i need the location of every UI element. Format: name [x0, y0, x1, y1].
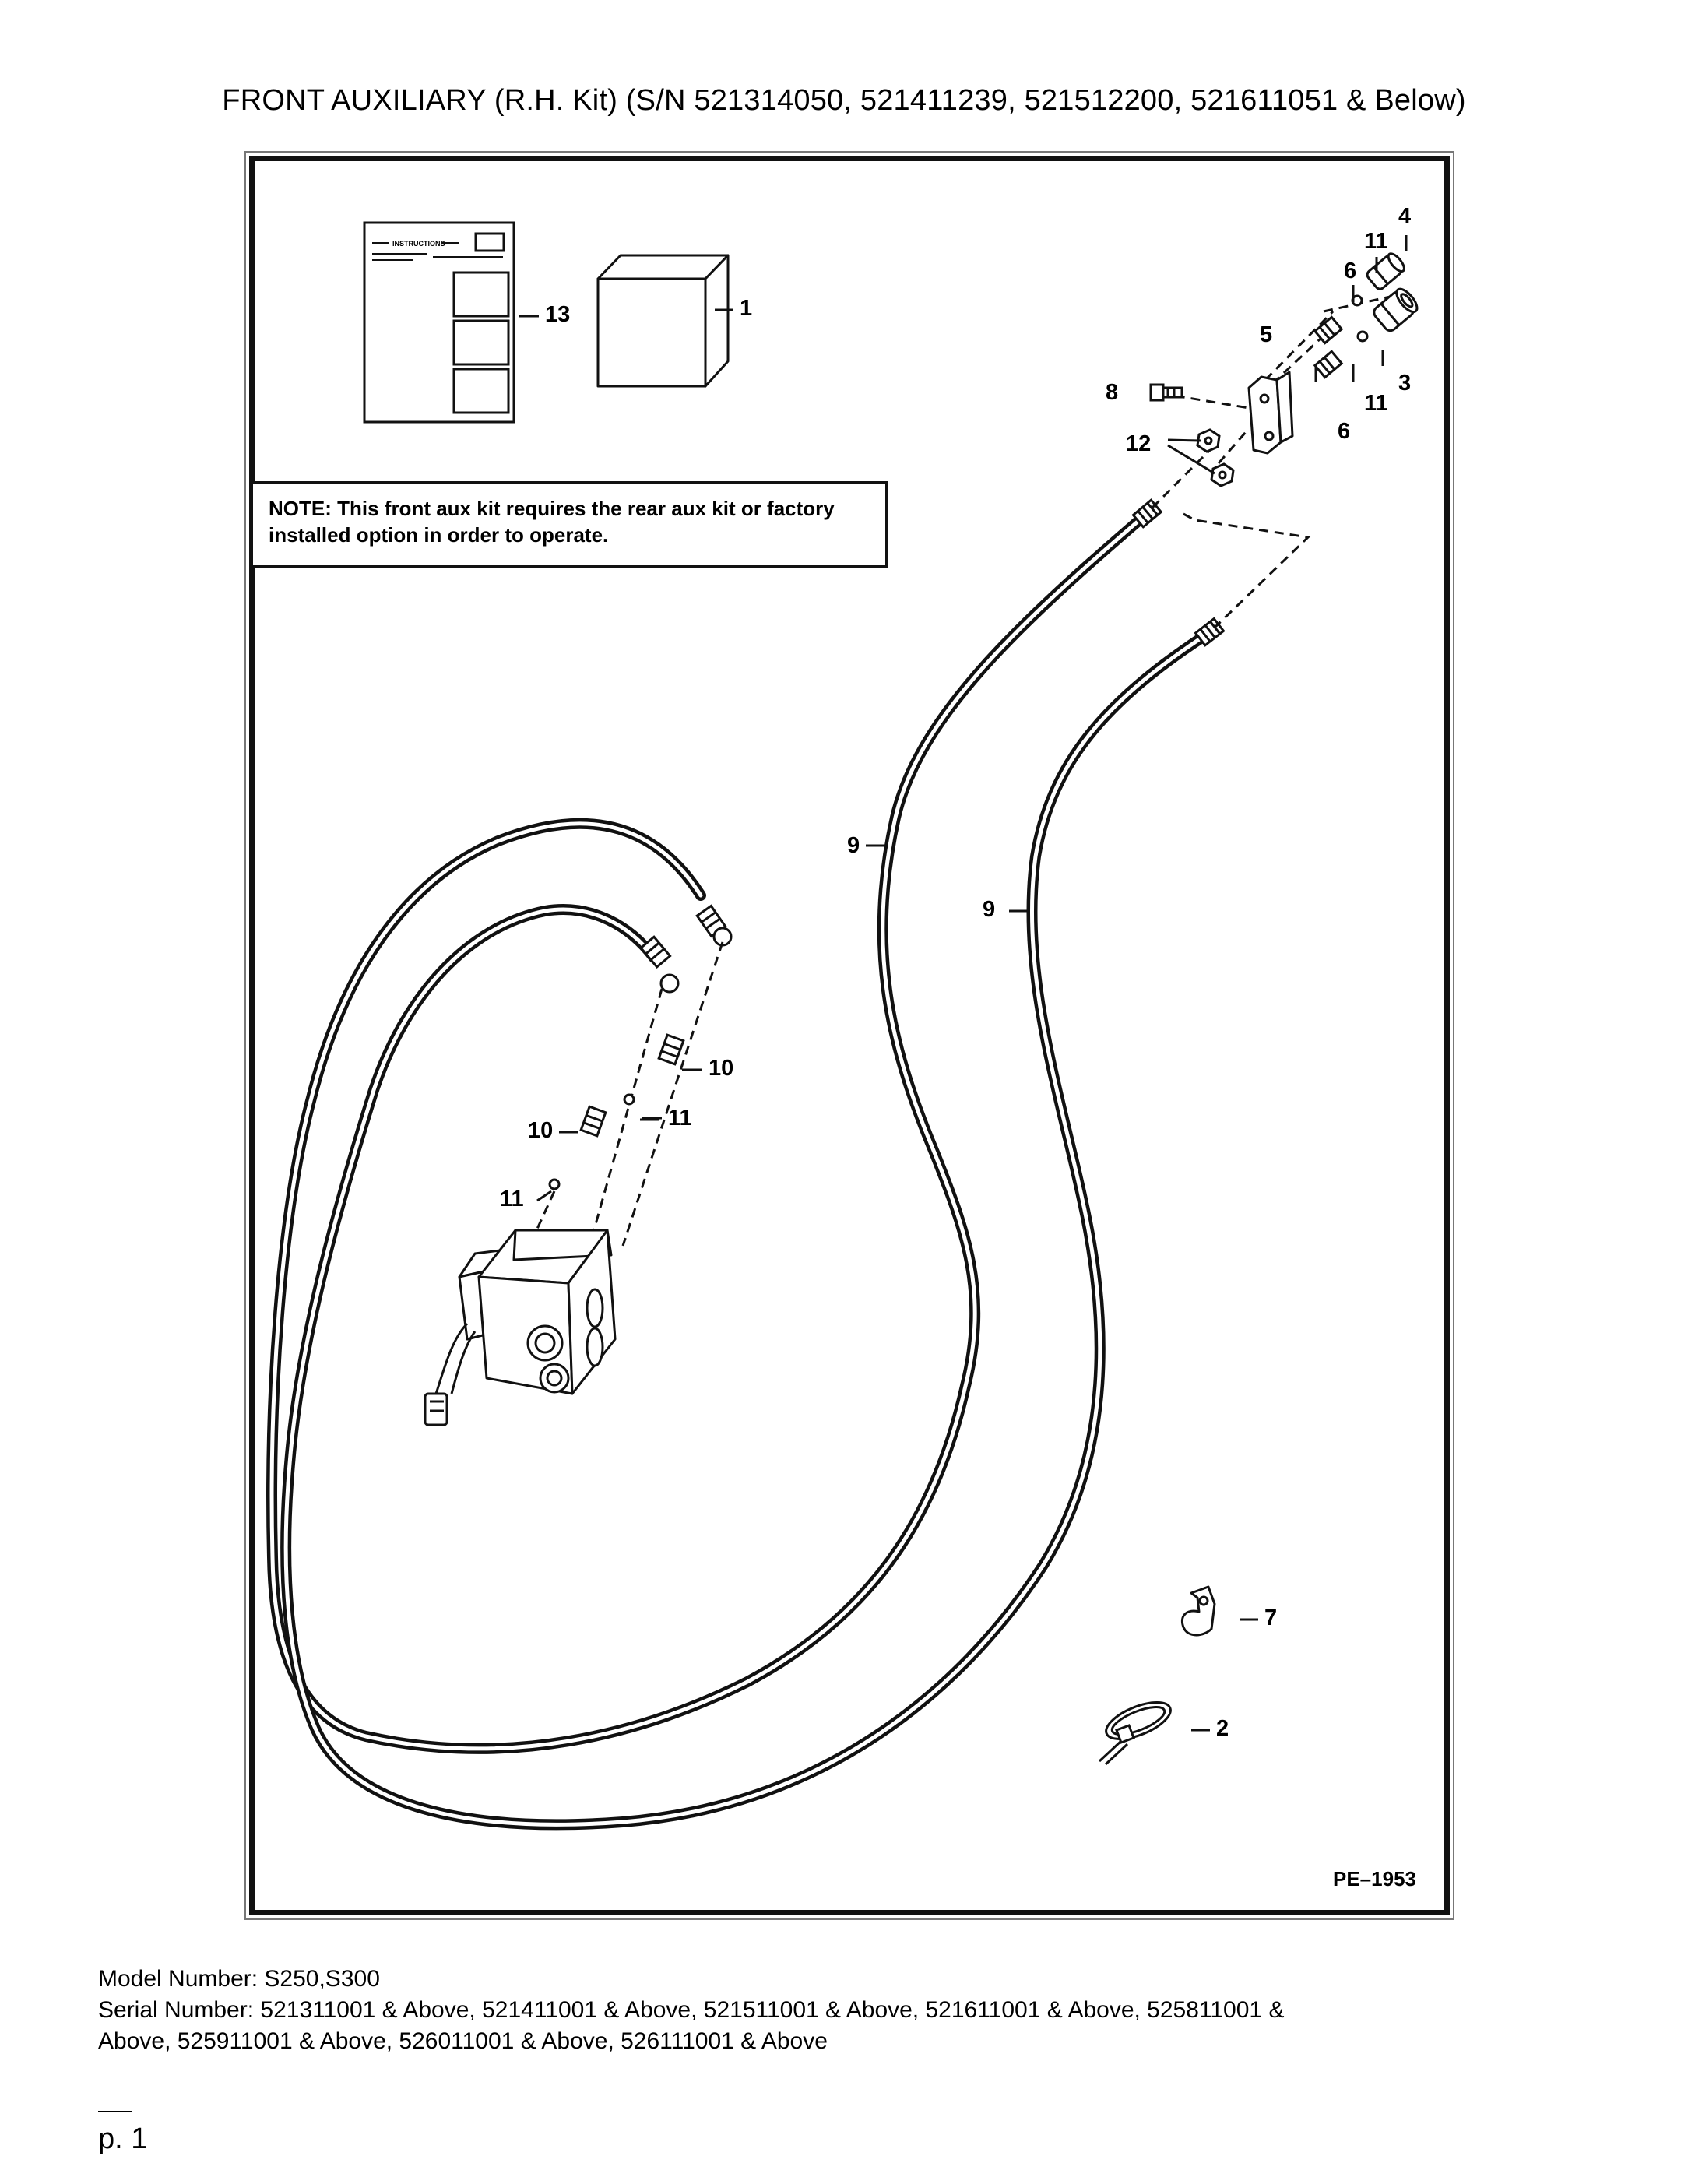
straight-fitting-icon [579, 1033, 685, 1138]
serial-number-line2: Above, 525911001 & Above, 526011001 & Ab… [98, 2028, 828, 2054]
callout-3: 3 [1398, 371, 1412, 396]
callout-8: 8 [1106, 380, 1119, 405]
note-text: This front aux kit requires the rear aux… [269, 497, 835, 547]
callout-11-right: 11 [1364, 391, 1388, 416]
cable-tie-icon [1098, 1701, 1172, 1766]
hydraulic-hose-9a-icon [266, 512, 1148, 1754]
note-lead: NOTE: [269, 497, 332, 520]
valve-block-icon [424, 1229, 617, 1426]
quick-coupler-icon [1366, 252, 1419, 332]
callout-6-bottom: 6 [1338, 419, 1351, 444]
page-number: p. 1 [98, 2122, 148, 2155]
callout-5: 5 [1260, 322, 1273, 347]
callout-12: 12 [1126, 431, 1152, 456]
nut-icon [1196, 428, 1235, 487]
callout-1: 1 [740, 296, 753, 321]
page-title: FRONT AUXILIARY (R.H. Kit) (S/N 52131405… [222, 84, 1466, 117]
hose-clamp-icon [1181, 1585, 1216, 1637]
adapter-fitting-icon [1313, 315, 1344, 379]
callout-2: 2 [1216, 1716, 1229, 1741]
callout-10-right: 10 [709, 1056, 734, 1081]
mounting-bracket-icon [1247, 371, 1294, 455]
o-ring-icon [548, 294, 1369, 1190]
instruction-sheet-icon: INSTRUCTIONS [363, 221, 515, 424]
instruction-sheet-heading: INSTRUCTIONS [392, 240, 445, 248]
footer-rule [98, 2111, 132, 2112]
serial-number-line1: Serial Number: 521311001 & Above, 521411… [98, 1997, 1285, 2023]
callout-4: 4 [1398, 204, 1412, 229]
callout-9-upper: 9 [847, 833, 860, 858]
model-number: Model Number: S250,S300 [98, 1966, 380, 1992]
hose-end-fitting-icon [1131, 498, 1226, 647]
hydraulic-hose-9b-icon [280, 630, 1211, 1831]
callout-11-left: 11 [500, 1187, 524, 1212]
callout-7: 7 [1264, 1605, 1278, 1630]
figure-outer-border [244, 151, 1454, 1920]
figure-reference: PE–1953 [1333, 1867, 1416, 1890]
callout-leader-lines [519, 235, 1408, 1732]
callout-13: 13 [545, 302, 571, 327]
figure-frame [249, 156, 1450, 1915]
bolt-icon [1149, 383, 1183, 402]
hose-elbow-fitting-icon [639, 904, 733, 994]
parts-box-icon [596, 254, 730, 388]
callout-6-top: 6 [1344, 258, 1357, 283]
callout-11-top: 11 [1364, 229, 1388, 254]
callout-11-mid: 11 [668, 1106, 692, 1131]
callout-10-left: 10 [528, 1118, 554, 1143]
note-box: NOTE: This front aux kit requires the re… [253, 481, 888, 568]
callout-9-lower: 9 [983, 897, 996, 922]
